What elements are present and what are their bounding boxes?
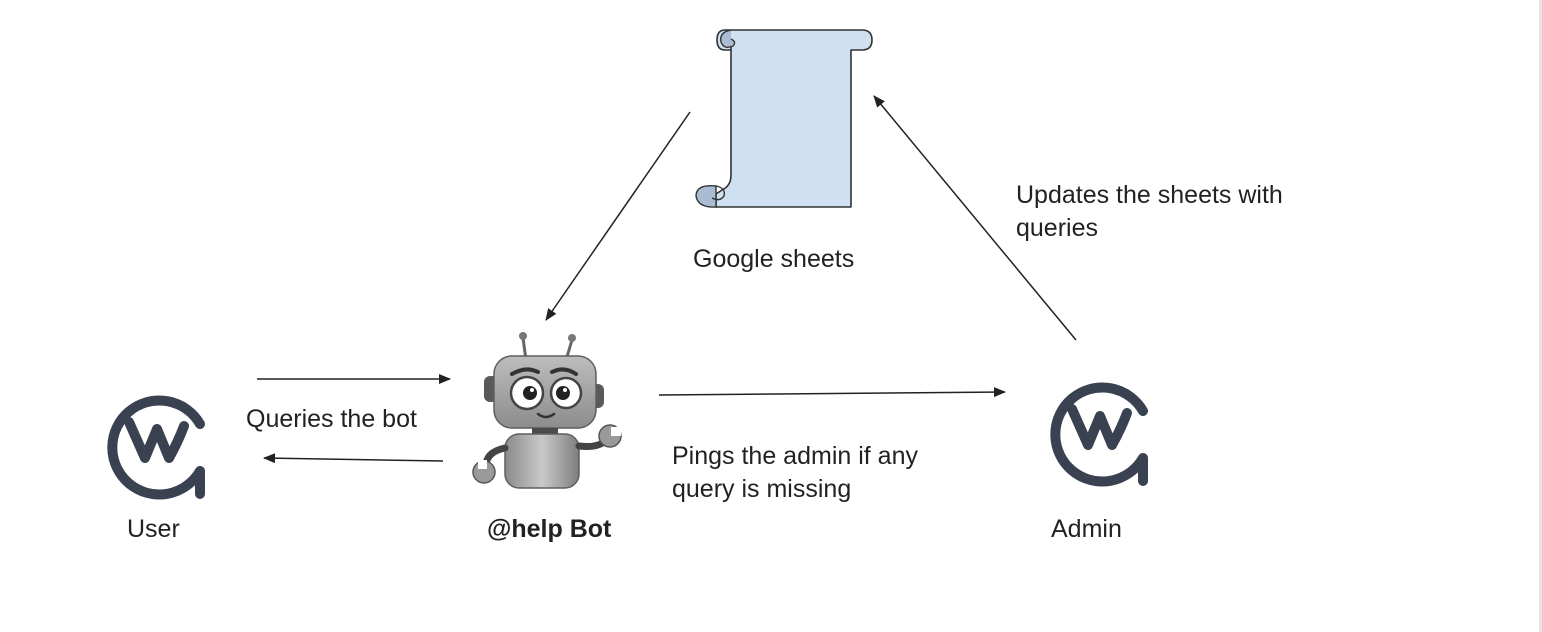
google-sheets-scroll-icon <box>695 29 873 208</box>
google-sheets-label: Google sheets <box>693 245 855 273</box>
help-bot-node-label: @help Bot <box>487 515 612 543</box>
admin-workplace-logo-icon <box>1050 382 1148 487</box>
arrow-sheets-to-bot <box>545 111 691 321</box>
user-workplace-logo-icon <box>107 395 205 500</box>
arrow-bot-to-admin <box>658 387 1006 398</box>
help-bot-robot-icon <box>472 332 622 489</box>
pings-admin-edge-label: Pings the admin if any query is missing <box>672 442 918 503</box>
admin-node-label: Admin <box>1051 515 1122 543</box>
arrow-admin-to-sheets <box>873 95 1077 341</box>
queries-bot-edge-label: Queries the bot <box>246 405 417 433</box>
updates-sheets-edge-label: Updates the sheets with queries <box>1016 181 1283 242</box>
user-node-label: User <box>127 515 180 543</box>
right-edge-rule <box>1539 0 1542 632</box>
arrow-bot-to-user <box>263 453 444 464</box>
